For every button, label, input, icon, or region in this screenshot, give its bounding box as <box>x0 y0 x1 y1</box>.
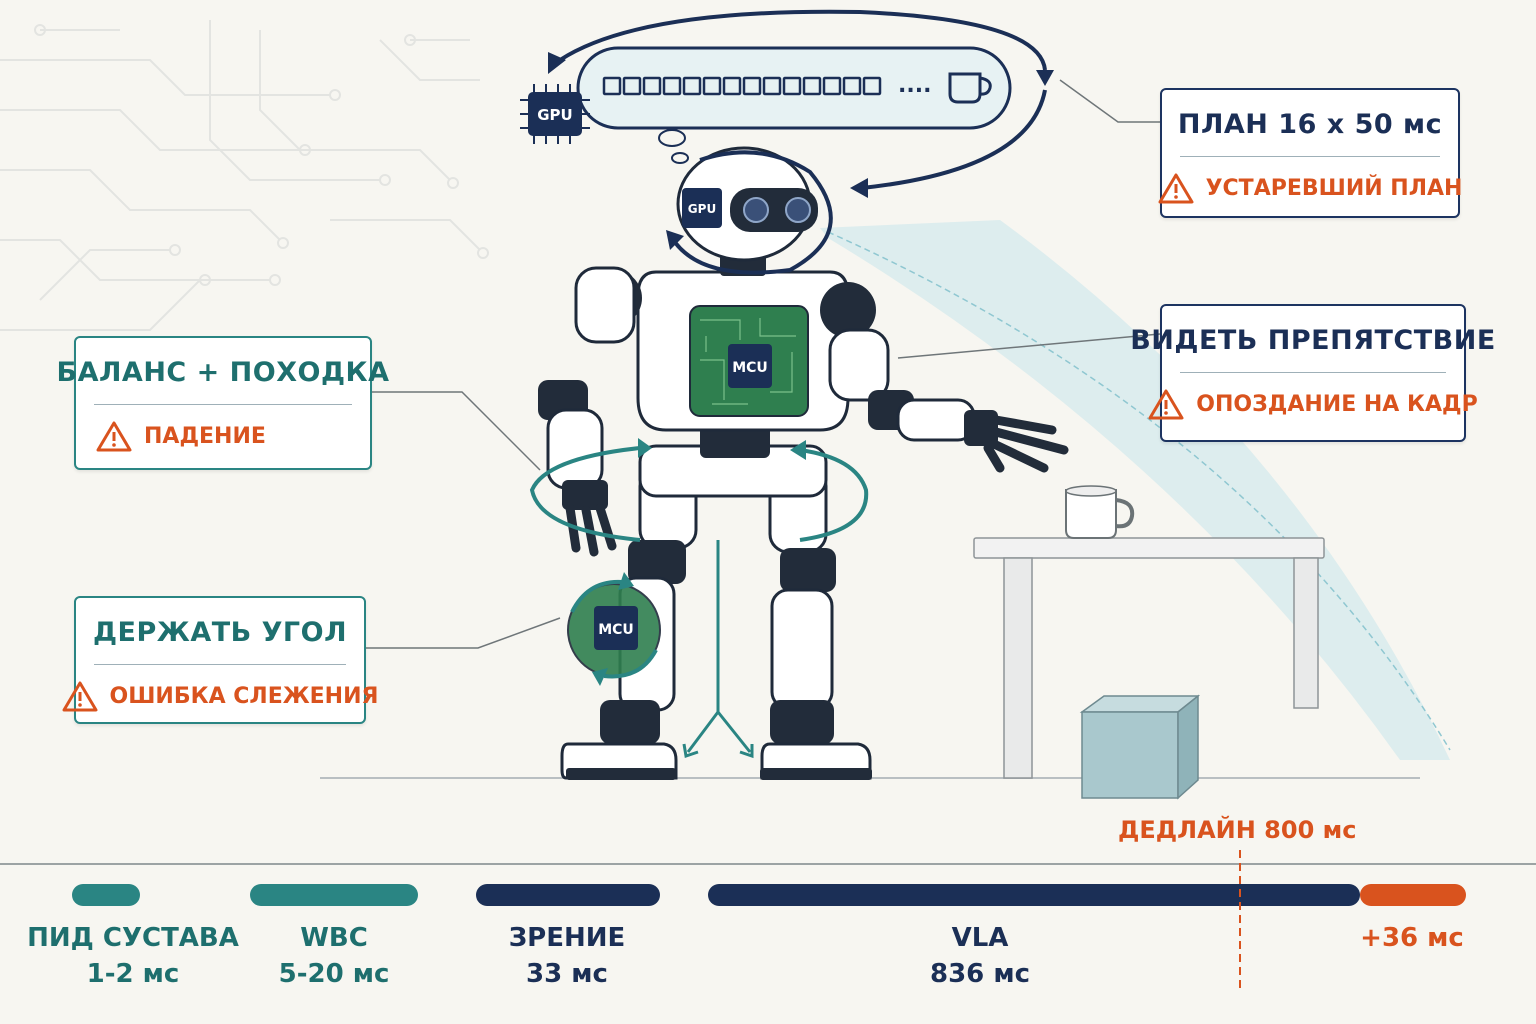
bubble-square-icon <box>742 76 762 96</box>
bubble-dots: .... <box>898 73 931 98</box>
timeline <box>0 850 1536 990</box>
callout-plan-warning: УСТАРЕВШИЙ ПЛАН <box>1158 168 1462 208</box>
callout-vision: ВИДЕТЬ ПРЕПЯТСТВИЕ ОПОЗДАНИЕ НА КАДР <box>1130 304 1496 442</box>
timeline-label-vla: VLA 836 мс <box>930 920 1030 992</box>
bubble-square-icon <box>622 76 642 96</box>
warning-icon <box>62 681 98 712</box>
torso-mcu-label: MCU <box>732 360 768 376</box>
timeline-bar-pid <box>72 884 140 906</box>
vision-cone <box>820 220 1450 760</box>
callout-balance: БАЛАНС + ПОХОДКА ПАДЕНИЕ <box>56 336 390 470</box>
bubble-square-icon <box>722 76 742 96</box>
bubble-square-icon <box>642 76 662 96</box>
timeline-bar-vla <box>708 884 1360 906</box>
bubble-square-icon <box>782 76 802 96</box>
timeline-label-wbc: WBC 5-20 мс <box>279 920 390 992</box>
timeline-label-wbc-value: 5-20 мс <box>278 959 390 989</box>
callout-vision-title: ВИДЕТЬ ПРЕПЯТСТВИЕ <box>1130 324 1496 356</box>
mug-on-table <box>1065 485 1135 539</box>
callout-plan: ПЛАН 16 х 50 мс УСТАРЕВШИЙ ПЛАН <box>1158 88 1462 218</box>
bubble-square-icon <box>702 76 722 96</box>
callout-balance-title: БАЛАНС + ПОХОДКА <box>56 356 390 388</box>
timeline-label-wbc-name: WBC <box>300 923 368 953</box>
thought-bubble: .... <box>548 9 1054 198</box>
cup-icon <box>948 72 992 104</box>
robot-right-leg <box>760 466 872 780</box>
table <box>973 537 1325 779</box>
head-gpu-label: GPU <box>688 202 716 216</box>
balance-loop <box>529 438 869 542</box>
warning-icon <box>1158 173 1194 204</box>
robot-left-leg <box>560 466 698 780</box>
timeline-label-vla-value: 836 мс <box>930 959 1030 989</box>
knee-mcu-icon: MCU <box>567 572 661 686</box>
robot-right-arm <box>820 282 1069 473</box>
obstacle-box <box>1079 694 1201 800</box>
timeline-label-overrun-value: +36 мс <box>1360 923 1464 953</box>
callout-angle: ДЕРЖАТЬ УГОЛ ОШИБКА СЛЕЖЕНИЯ <box>62 596 378 724</box>
callout-plan-warning-text: УСТАРЕВШИЙ ПЛАН <box>1205 175 1463 201</box>
bubble-square-icon <box>822 76 842 96</box>
robot-left-arm <box>538 266 642 557</box>
knee-mcu-label: MCU <box>598 622 634 638</box>
callout-balance-warning: ПАДЕНИЕ <box>94 416 352 456</box>
callout-vision-warning-text: ОПОЗДАНИЕ НА КАДР <box>1196 391 1478 417</box>
gpu-chip-icon: GPU <box>520 84 590 144</box>
bubble-square-icon <box>802 76 822 96</box>
support-arrows <box>682 540 754 759</box>
deadline-label: ДЕДЛАЙН 800 мс <box>1118 816 1357 844</box>
timeline-label-vision: ЗРЕНИЕ 33 мс <box>509 920 626 992</box>
timeline-bar-vision <box>476 884 660 906</box>
warning-icon <box>1148 389 1184 420</box>
bubble-square-icon <box>682 76 702 96</box>
bubble-square-icon <box>862 76 882 96</box>
warning-icon <box>96 421 132 452</box>
callout-angle-title: ДЕРЖАТЬ УГОЛ <box>92 616 348 648</box>
callout-angle-warning-text: ОШИБКА СЛЕЖЕНИЯ <box>109 683 379 709</box>
timeline-label-vision-name: ЗРЕНИЕ <box>508 923 626 953</box>
callout-vision-warning: ОПОЗДАНИЕ НА КАДР <box>1148 384 1478 424</box>
robot-head: GPU <box>676 146 818 262</box>
timeline-bar-overrun <box>1360 884 1466 906</box>
callout-balance-warning-text: ПАДЕНИЕ <box>144 423 266 449</box>
callout-plan-title: ПЛАН 16 х 50 мс <box>1177 108 1443 140</box>
timeline-label-overrun: +36 мс <box>1360 920 1464 956</box>
bubble-square-icon <box>662 76 682 96</box>
timeline-bar-wbc <box>250 884 418 906</box>
callout-angle-warning: ОШИБКА СЛЕЖЕНИЯ <box>62 676 378 716</box>
circuit-background <box>0 20 489 331</box>
bubble-square-icon <box>842 76 862 96</box>
timeline-label-pid-value: 1-2 мс <box>86 959 180 989</box>
bubble-square-icon <box>602 76 622 96</box>
bubble-square-icon <box>762 76 782 96</box>
gpu-chip-label: GPU <box>537 106 573 124</box>
timeline-label-vla-name: VLA <box>951 923 1009 953</box>
timeline-label-pid: ПИД СУСТАВА 1-2 мс <box>27 920 239 992</box>
connector-lines <box>366 79 1161 649</box>
robot: MCU GPU <box>529 146 1069 780</box>
timeline-label-pid-name: ПИД СУСТАВА <box>27 923 239 953</box>
timeline-label-vision-value: 33 мс <box>526 959 608 989</box>
